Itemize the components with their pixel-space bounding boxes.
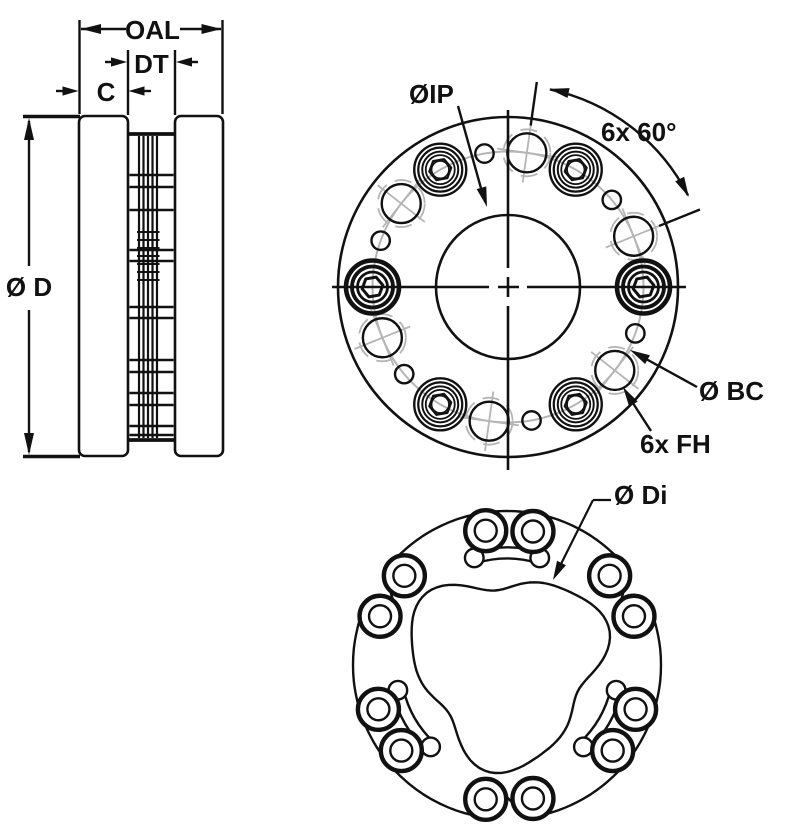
dim-c <box>56 86 151 96</box>
oal-label: OAL <box>125 15 180 45</box>
bc-label: Ø BC <box>699 376 764 406</box>
flange-body <box>336 115 680 459</box>
cap-screws <box>343 142 673 432</box>
fh-label: 6x FH <box>640 429 711 459</box>
front-view: ØIP 6x 60° Ø BC 6x FH <box>332 79 764 470</box>
cap-screw-0 <box>614 258 673 316</box>
flange-holes <box>361 132 655 442</box>
hub-right <box>173 114 225 458</box>
cap-screw-240 <box>413 377 468 432</box>
bc-leader <box>630 350 698 389</box>
angle-dimension <box>529 81 701 228</box>
di-leader <box>553 498 611 580</box>
small-holes <box>370 143 646 431</box>
ip-leader <box>456 105 487 207</box>
side-view: OAL DT C Ø D <box>6 15 225 459</box>
ip-label: ØIP <box>409 79 454 109</box>
cap-screw-120 <box>413 142 468 197</box>
hubs <box>77 114 225 458</box>
cap-screw-300 <box>548 377 603 432</box>
dim-dt <box>105 50 198 115</box>
disc-bosses <box>355 507 659 823</box>
disc-pack <box>128 132 175 442</box>
dt-label: DT <box>134 49 169 79</box>
front-view-geometry <box>332 81 701 470</box>
angle-label: 6x 60° <box>601 117 676 147</box>
c-label: C <box>97 77 116 107</box>
bottom-view: Ø Di <box>351 480 667 823</box>
dim-oal <box>78 20 224 114</box>
hub-left <box>77 114 130 458</box>
side-view-geometry <box>23 20 225 459</box>
bottom-view-geometry <box>351 498 663 823</box>
d-label: Ø D <box>6 272 52 302</box>
cap-screw-180 <box>343 258 402 316</box>
fh-leader <box>623 387 653 432</box>
di-label: Ø Di <box>614 480 667 510</box>
cap-screw-60 <box>548 142 603 197</box>
dim-d <box>23 114 80 459</box>
